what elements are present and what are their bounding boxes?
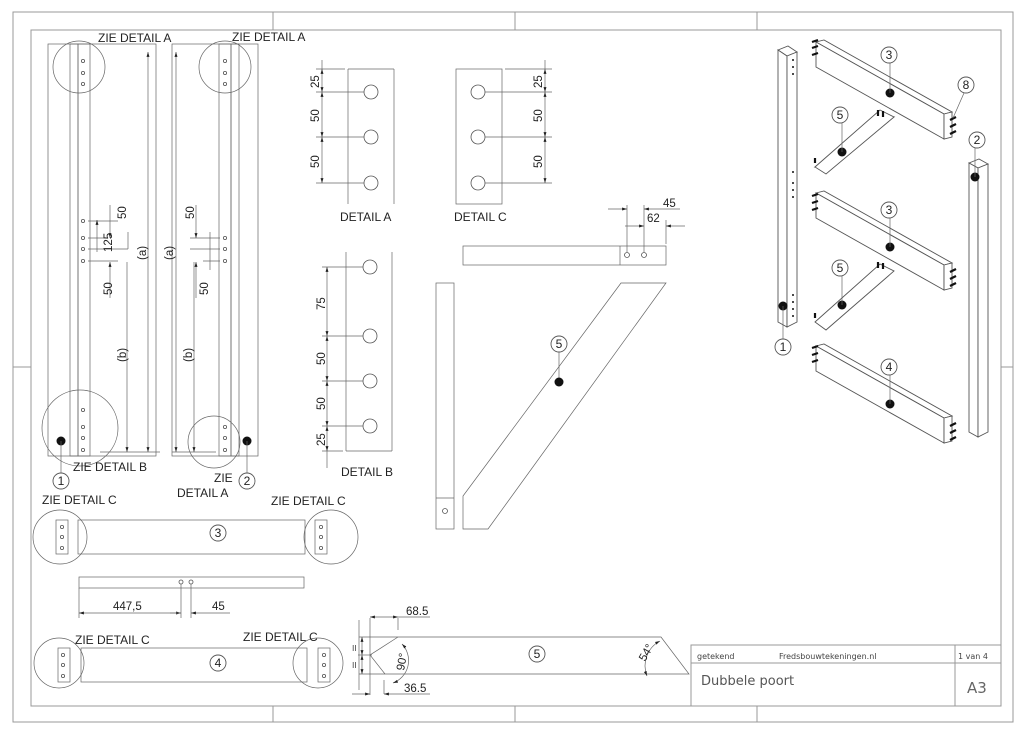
balloon-5-brace-label: 5 (556, 337, 563, 351)
balloon-asm-8 (957, 76, 975, 94)
equal-mark-1: II (352, 644, 357, 653)
brace-dim-45: 45 (663, 198, 676, 210)
equal-mark-2: II (352, 661, 357, 670)
detail-c-dim-1: 25 (533, 75, 545, 88)
balloon-asm-5b (831, 259, 849, 277)
detail-b-circle (41, 389, 119, 467)
paper-size: A3 (967, 679, 987, 697)
sheet-frame (12, 11, 1014, 723)
part-marker (554, 377, 564, 387)
detail-c-dim-3: 50 (533, 155, 545, 168)
dim-68-5: 68.5 (406, 606, 428, 618)
brace-side-view (435, 282, 667, 530)
balloon-5-brace (550, 335, 568, 353)
balloon-asm-5a (831, 106, 849, 124)
detail-a-circle (52, 40, 106, 94)
detail-b-title: DETAIL B (341, 465, 393, 479)
balloon-5-cut-label: 5 (534, 647, 541, 661)
see-detail-a-label-1: ZIE DETAIL A (98, 31, 171, 45)
dim-bottom-offset-2: 50 (199, 282, 211, 295)
detail-a-callout: DETAIL A (177, 486, 228, 500)
see-detail-c-label-1: ZIE DETAIL C (42, 493, 117, 507)
dim-a-1: (a) (137, 246, 149, 260)
balloon-4-rail-label: 4 (215, 656, 222, 670)
balloon-asm-3b-label: 3 (886, 203, 893, 217)
sheet-number: 1 van 4 (958, 652, 988, 661)
rail-3-view (32, 509, 359, 565)
balloon-2-label: 2 (244, 474, 251, 488)
balloon-asm-4-label: 4 (886, 360, 893, 374)
balloon-2 (238, 472, 256, 490)
detail-c-drawing (455, 60, 552, 205)
detail-a-circle (198, 40, 252, 94)
dim-bottom-offset-1: 50 (103, 282, 115, 295)
balloon-asm-3b (880, 201, 898, 219)
balloon-5-cut (528, 645, 546, 663)
balloon-1 (52, 472, 70, 490)
title-block (690, 644, 1002, 707)
see-detail-c-label-3: ZIE DETAIL C (75, 633, 150, 647)
post-view-1 (41, 40, 160, 474)
see-detail-b-label: ZIE DETAIL B (73, 460, 147, 474)
detail-a-dim-1: 25 (310, 75, 322, 88)
balloon-4-rail (209, 654, 227, 672)
author: Fredsbouwtekeningen.nl (779, 652, 876, 661)
detail-b-dim-4: 25 (316, 433, 328, 446)
rail-4-view (33, 637, 344, 689)
balloon-asm-1 (774, 338, 792, 356)
dim-36-5: 36.5 (404, 683, 426, 695)
balloon-asm-1-label: 1 (780, 340, 787, 354)
zie-label: ZIE (214, 471, 233, 485)
dim-b-1: (b) (117, 348, 129, 362)
rail-3-top-view (78, 576, 305, 618)
detail-a-dim-2: 50 (310, 109, 322, 122)
detail-c-circle (303, 509, 359, 565)
detail-b-dim-1: 75 (316, 297, 328, 310)
balloon-asm-8-label: 8 (963, 78, 970, 92)
dim-b-2: (b) (183, 348, 195, 362)
balloon-3-rail (209, 524, 227, 542)
balloon-asm-5a-label: 5 (837, 108, 844, 122)
assembly-view (777, 38, 990, 444)
dim-top-offset-1: 50 (117, 206, 129, 219)
detail-c-title: DETAIL C (454, 210, 507, 224)
balloon-asm-2 (968, 131, 986, 149)
balloon-asm-2-label: 2 (974, 133, 981, 147)
drawing-title: Dubbele poort (701, 674, 794, 689)
balloon-asm-3a-label: 3 (886, 48, 893, 62)
detail-c-circle (32, 509, 88, 565)
dim-a-2: (a) (164, 246, 176, 260)
balloon-asm-4 (880, 358, 898, 376)
brace-dim-62: 62 (647, 213, 660, 225)
detail-b-dim-3: 50 (316, 397, 328, 410)
see-detail-c-label-2: ZIE DETAIL C (271, 494, 346, 508)
balloon-3-rail-label: 3 (215, 526, 222, 540)
detail-a-circle (187, 415, 241, 469)
see-detail-a-label-2: ZIE DETAIL A (232, 30, 305, 44)
balloon-asm-3a (880, 46, 898, 64)
detail-c-circle (292, 637, 344, 689)
detail-b-dim-2: 50 (316, 352, 328, 365)
detail-a-drawing (316, 60, 395, 204)
post-view-2 (171, 40, 259, 474)
detail-c-dim-2: 50 (533, 109, 545, 122)
balloon-1-label: 1 (58, 474, 65, 488)
detail-b-drawing (322, 252, 393, 468)
dim-top-offset-2: 50 (185, 206, 197, 219)
detail-a-title: DETAIL A (340, 210, 391, 224)
dim-447-5: 447,5 (113, 601, 142, 613)
brace-top-view (462, 205, 685, 266)
dim-45: 45 (212, 601, 225, 613)
see-detail-c-label-4: ZIE DETAIL C (243, 630, 318, 644)
drawn-by-label: getekend (697, 652, 734, 661)
detail-c-circle (33, 637, 85, 689)
detail-a-dim-3: 50 (310, 155, 322, 168)
dim-spacing-1: 125 (103, 233, 115, 252)
brace-cut-view (352, 615, 690, 696)
angle-90: 90° (395, 652, 410, 671)
balloon-asm-5b-label: 5 (837, 261, 844, 275)
